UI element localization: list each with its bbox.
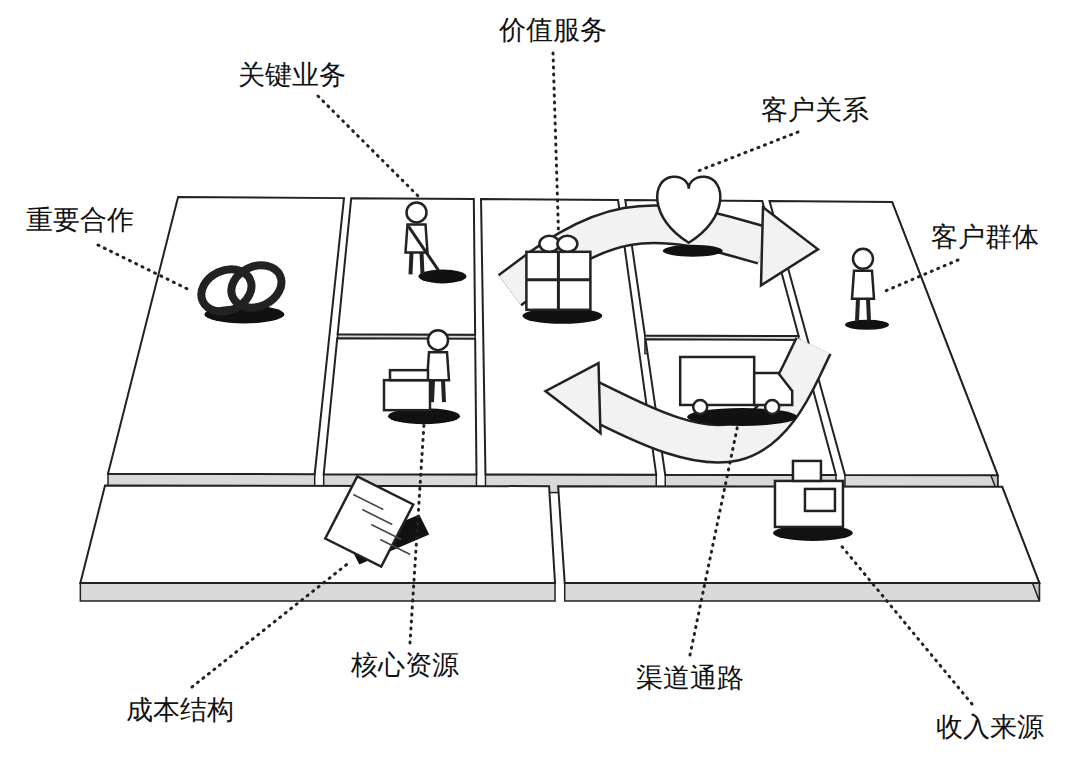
arrow-band	[591, 346, 814, 444]
head	[428, 330, 448, 350]
block-label: 渠道通路	[636, 662, 744, 693]
leader-line	[699, 132, 798, 171]
doc-page	[325, 476, 413, 566]
arrow-head	[761, 207, 818, 285]
truck-cargo	[680, 357, 754, 405]
rings-icon	[194, 257, 288, 323]
curved-arrows	[510, 207, 818, 444]
leader-line	[553, 53, 558, 230]
block-label: 重要合作	[26, 204, 134, 235]
leader-line	[98, 245, 190, 290]
block-top-face	[80, 486, 555, 584]
legs	[411, 252, 423, 274]
shadow	[845, 320, 889, 330]
cash-register-icon	[773, 461, 853, 541]
canvas-blocks	[80, 197, 1039, 601]
doc-line	[362, 509, 392, 524]
body	[427, 352, 449, 380]
block-front-face	[565, 583, 1040, 601]
document-icon	[325, 476, 429, 566]
doc-line	[371, 524, 401, 539]
block-label: 客户群体	[931, 221, 1039, 252]
gift-icon	[522, 236, 602, 324]
block-label: 关键业务	[238, 59, 346, 90]
hole	[419, 269, 467, 283]
block-label: 收入来源	[936, 711, 1044, 742]
ribbon	[526, 278, 590, 281]
doc-line	[380, 539, 410, 554]
customer-icon	[845, 249, 889, 330]
leader-line	[318, 96, 419, 196]
leader-line	[410, 424, 424, 643]
shovel	[409, 226, 439, 270]
digging-person-icon	[406, 202, 467, 283]
arrow-head	[546, 363, 601, 433]
head	[853, 249, 873, 269]
block-label: 价值服务	[499, 14, 607, 45]
ring	[224, 257, 288, 315]
bow	[557, 236, 577, 252]
crate-top	[390, 370, 428, 380]
wheel	[765, 400, 779, 414]
wheel	[693, 400, 707, 414]
block-top-face	[338, 198, 475, 335]
gift-box	[526, 252, 590, 310]
block-label: 成本结构	[126, 694, 234, 725]
resource-person-icon	[384, 330, 460, 424]
block-top-face	[324, 338, 477, 474]
block-top-face	[108, 197, 344, 474]
register-keys	[805, 489, 835, 511]
leader-lines	[98, 53, 972, 704]
heart-icon	[657, 177, 723, 257]
doc-line	[353, 494, 383, 509]
register-display	[793, 461, 821, 481]
block-label: 核心资源	[351, 649, 459, 680]
truck-icon	[680, 357, 797, 426]
block-label: 客户关系	[761, 94, 869, 125]
leader-line	[690, 423, 738, 655]
head	[407, 202, 427, 222]
leader-line	[192, 562, 349, 687]
heart	[657, 177, 720, 243]
legs	[432, 380, 444, 402]
shadow	[663, 245, 723, 257]
legs	[857, 299, 869, 321]
register-body	[775, 481, 843, 527]
arrow-band-outline	[591, 346, 814, 444]
leader-line	[839, 543, 972, 704]
body	[852, 271, 874, 299]
leader-line	[881, 260, 958, 293]
crate	[384, 380, 430, 410]
